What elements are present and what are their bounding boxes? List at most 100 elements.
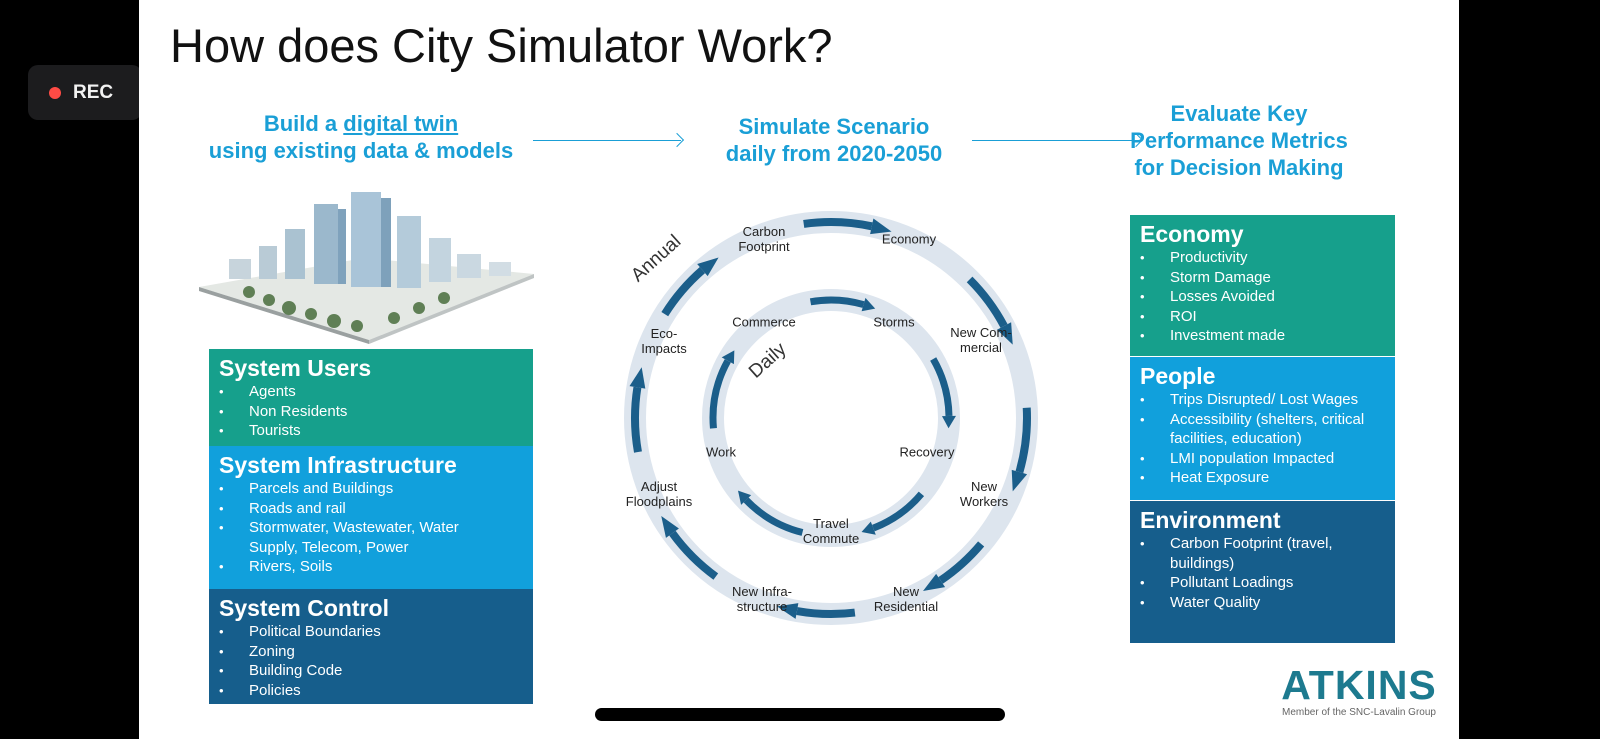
cycle-arrowhead-icon (738, 490, 752, 505)
cycle-label-storms: Storms (873, 314, 915, 330)
list-item-continuation: buildings) (1170, 554, 1235, 572)
city-model-illustration (199, 192, 534, 344)
list-item: ROI (1140, 307, 1385, 327)
environment-title: Environment (1140, 507, 1281, 533)
cycle-arrow-icon (743, 497, 804, 536)
outer-cycle-arrows (629, 218, 1031, 619)
cycle-label-recovery: Recovery (899, 444, 955, 460)
step3-line1: Evaluate Key (1170, 101, 1308, 126)
digital-twin-link[interactable]: digital twin (343, 111, 459, 136)
step2-line2: daily from 2020-2050 (725, 141, 943, 166)
cycle-arrow-icon (1015, 407, 1031, 474)
list-item: Tourists (219, 421, 523, 441)
system-infrastructure-title: System Infrastructure (219, 452, 457, 478)
list-item: Roads and rail (219, 499, 523, 519)
step-evaluate-metrics: Evaluate Key Performance Metrics for Dec… (1089, 100, 1389, 181)
flow-arrow-right-icon (533, 140, 681, 141)
cycle-label-economy: Economy (881, 231, 937, 247)
recording-label: REC (73, 82, 114, 103)
list-item: Agents (219, 382, 523, 402)
list-item: Zoning (219, 642, 523, 662)
record-dot-icon (49, 87, 61, 99)
cycle-arrowhead-icon (923, 573, 946, 592)
presentation-slide: How does City Simulator Work? Build a di… (139, 0, 1459, 739)
logo-tagline: Member of the SNC-Lavalin Group (1282, 707, 1436, 718)
list-item: Losses Avoided (1140, 287, 1385, 307)
cycle-arrow-icon (930, 357, 953, 417)
cycle-label-new-commercial: New Com-mercial (950, 325, 1012, 355)
environment-metrics-box: Environment Carbon Footprint (travel, bu… (1130, 501, 1395, 643)
list-item: Accessibility (shelters, critical (1140, 410, 1385, 430)
list-item: Water Quality (1140, 593, 1385, 613)
logo-wordmark: ATKINS (1281, 662, 1437, 708)
list-item: Stormwater, Wastewater, Water (219, 518, 523, 538)
system-control-box: System Control Political Boundaries Zoni… (209, 589, 533, 704)
system-control-title: System Control (219, 595, 389, 621)
list-item: Carbon Footprint (travel, (1140, 534, 1385, 554)
recording-indicator[interactable]: REC (28, 65, 142, 120)
cycle-arrow-icon (661, 267, 706, 317)
slide-title: How does City Simulator Work? (170, 19, 833, 72)
cycle-arrowhead-icon (1011, 469, 1028, 492)
step-simulate-scenario: Simulate Scenario daily from 2020-2050 (684, 113, 984, 167)
system-users-box: System Users Agents Non Residents Touris… (209, 349, 533, 446)
step1-line2: using existing data & models (208, 138, 514, 163)
cycle-arrowhead-icon (776, 603, 799, 619)
cycle-label-eco-impacts: Eco-Impacts (641, 326, 687, 356)
economy-title: Economy (1140, 221, 1244, 247)
cycle-arrow-icon (796, 607, 856, 618)
inner-cycle-arrows (709, 296, 956, 536)
list-item: Storm Damage (1140, 268, 1385, 288)
cycle-arrowhead-icon (861, 297, 876, 312)
people-title: People (1140, 363, 1216, 389)
step1-prefix: Build a (263, 111, 344, 136)
cycle-arrow-icon (966, 276, 1008, 328)
list-item: Pollutant Loadings (1140, 573, 1385, 593)
system-infrastructure-box: System Infrastructure Parcels and Buildi… (209, 446, 533, 589)
list-item: Policies (219, 681, 523, 701)
cycle-arrow-icon (709, 359, 731, 429)
atkins-logo: ATKINS Member of the SNC-Lavalin Group (1279, 664, 1439, 720)
list-item: Building Code (219, 661, 523, 681)
cycle-arrowhead-icon (661, 516, 679, 538)
cycle-label-work: Work (705, 444, 737, 460)
cycle-arrowhead-icon (629, 367, 646, 389)
cycle-arrow-icon (669, 530, 719, 580)
list-item-continuation: facilities, education) (1170, 430, 1302, 448)
people-metrics-box: People Trips Disrupted/ Lost Wages Acces… (1130, 357, 1395, 500)
cycle-arrow-icon (938, 541, 985, 584)
cycle-arrowhead-icon (941, 415, 956, 429)
list-item-continuation: Supply, Telecom, Power (249, 538, 409, 556)
home-indicator-bar[interactable] (595, 708, 1005, 721)
cycle-arrowhead-icon (861, 521, 876, 535)
cycle-rings (624, 211, 1038, 625)
cycle-arrow-icon (809, 296, 865, 308)
step3-line2: Performance Metrics (1130, 128, 1348, 153)
system-users-title: System Users (219, 355, 372, 381)
list-item: Rivers, Soils (219, 557, 523, 577)
step3-line3: for Decision Making (1134, 155, 1344, 180)
cycle-arrowhead-icon (721, 350, 735, 365)
list-item: Investment made (1140, 326, 1385, 346)
cycle-label-commerce: Commerce (732, 314, 796, 330)
cycle-arrow-icon (871, 491, 925, 532)
step2-line1: Simulate Scenario (738, 114, 930, 139)
list-item: Parcels and Buildings (219, 479, 523, 499)
step-build-digital-twin: Build a digital twin using existing data… (186, 110, 536, 164)
list-item: Productivity (1140, 248, 1385, 268)
cycle-label-new-infrastructure: New Infra-structure (732, 584, 792, 614)
list-item: LMI population Impacted (1140, 449, 1385, 469)
list-item: Heat Exposure (1140, 468, 1385, 488)
cycle-arrowhead-icon (870, 218, 892, 235)
list-item: Non Residents (219, 402, 523, 422)
list-item: Trips Disrupted/ Lost Wages (1140, 390, 1385, 410)
economy-metrics-box: Economy Productivity Storm Damage Losses… (1130, 215, 1395, 356)
cycle-arrow-icon (803, 218, 873, 231)
list-item: Political Boundaries (219, 622, 523, 642)
